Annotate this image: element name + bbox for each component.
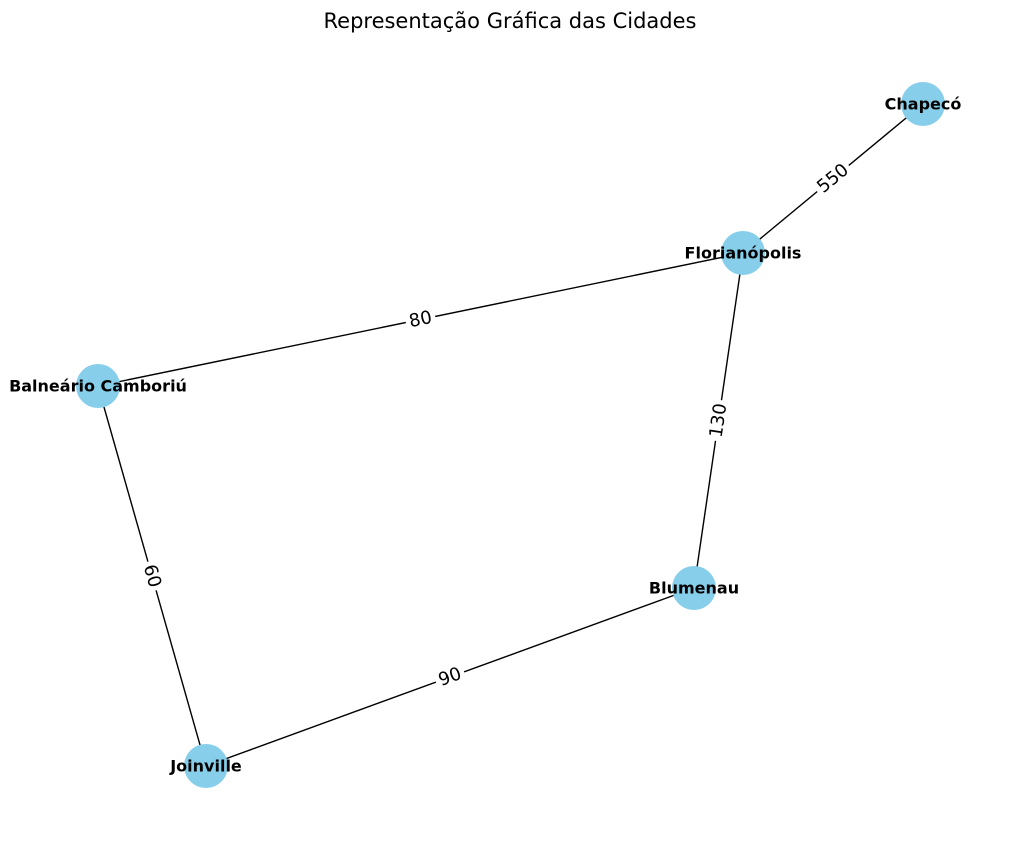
diagram-title: Representação Gráfica das Cidades (324, 9, 697, 33)
node-circle (721, 231, 765, 275)
edge-weight-text: 130 (706, 402, 732, 439)
edge-weight-label: 130 (704, 398, 733, 443)
edge-weight-label: 60 (137, 558, 167, 594)
node-label: Joinville (169, 757, 242, 776)
node-circle (76, 364, 120, 408)
edge-label-background (704, 398, 733, 443)
node-label: Chapecó (885, 95, 962, 114)
node-circle (901, 82, 945, 126)
node-chapeco: Chapecó (885, 82, 962, 126)
edge-chapeco-florianopolis: 550 (742, 103, 924, 254)
edge-label-background (810, 156, 856, 201)
edges-layer: 550 80 130 60 90 (97, 103, 924, 767)
edge-weight-text: 80 (407, 307, 434, 332)
node-joinville: Joinville (169, 744, 242, 788)
node-blumenau: Blumenau (649, 566, 739, 610)
node-florianopolis: Florianópolis (685, 231, 802, 275)
edge-florianopolis-balneario: 80 (97, 252, 744, 387)
node-balneario: Balneário Camboriú (9, 364, 187, 408)
node-label: Blumenau (649, 579, 739, 598)
edge-blumenau-joinville: 90 (205, 587, 695, 767)
edge-label-background (432, 661, 468, 693)
edge-weight-label: 80 (403, 305, 438, 334)
edge-weight-label: 550 (810, 156, 856, 201)
edge-balneario-joinville: 60 (97, 385, 207, 767)
node-label: Balneário Camboriú (9, 377, 187, 396)
node-circle (672, 566, 716, 610)
edge-label-background (403, 305, 438, 334)
edge-label-background (137, 558, 167, 594)
node-circle (184, 744, 228, 788)
edge-florianopolis-blumenau: 130 (693, 252, 744, 589)
edge-weight-label: 90 (432, 661, 468, 693)
node-label: Florianópolis (685, 244, 802, 263)
